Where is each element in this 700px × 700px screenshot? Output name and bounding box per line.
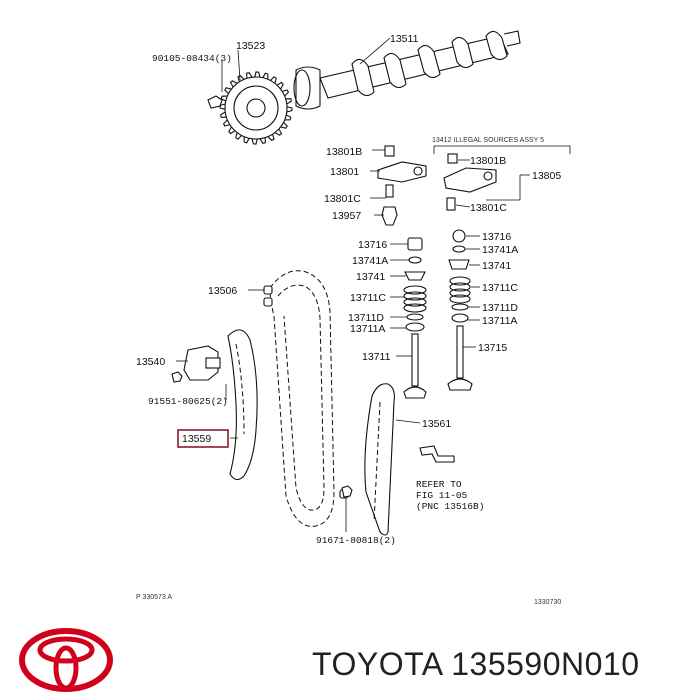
camshaft[interactable] — [293, 30, 521, 110]
figure-code: P 330573 A — [136, 594, 172, 601]
rocker-arm-left[interactable] — [377, 145, 427, 226]
label-13741-right: 13741 — [482, 260, 511, 272]
label-13711: 13711 — [362, 351, 391, 363]
refer-line-2: FIG 11-05 — [416, 490, 468, 501]
label-13801c-right: 13801C — [470, 202, 507, 214]
label-13957: 13957 — [332, 210, 361, 222]
label-13511: 13511 — [390, 33, 419, 45]
label-13741a-right: 13741A — [482, 244, 518, 256]
label-13711a-right: 13711A — [482, 315, 517, 327]
label-13801-left: 13801 — [330, 166, 359, 178]
label-13715: 13715 — [478, 342, 507, 354]
label-13741-left: 13741 — [356, 271, 385, 283]
label-13506: 13506 — [208, 285, 237, 297]
refer-part-shape — [419, 445, 455, 463]
label-91671: 91671-80818(2) — [316, 535, 396, 546]
brand-line: TOYOTA 135590N010 — [312, 646, 640, 683]
leader-lines — [176, 37, 530, 532]
label-13801b-right: 13801B — [470, 155, 506, 167]
label-13540: 13540 — [136, 356, 165, 368]
refer-line-3: (PNC 13516B) — [416, 501, 484, 512]
label-13801b-left: 13801B — [326, 146, 362, 158]
timing-chain[interactable] — [263, 270, 349, 527]
label-13801c-left: 13801C — [324, 193, 361, 205]
label-13741a-left: 13741A — [352, 255, 388, 267]
valve-stack-right[interactable] — [447, 229, 473, 391]
figure-number: 1330730 — [534, 599, 561, 606]
chain-tensioner[interactable] — [171, 345, 221, 383]
label-13559[interactable]: 13559 — [182, 433, 211, 445]
camshaft-sprocket[interactable] — [219, 71, 293, 145]
label-13711c-left: 13711C — [350, 292, 386, 304]
label-13711a-left: 13711A — [350, 323, 385, 335]
rocker-assembly-bracket — [433, 145, 571, 154]
label-13523: 13523 — [236, 40, 265, 52]
label-13716-right: 13716 — [482, 231, 511, 243]
rocker-arm-right[interactable] — [443, 153, 497, 211]
highlight-box-13559 — [177, 429, 229, 448]
label-13716-left: 13716 — [358, 239, 387, 251]
label-13711c-right: 13711C — [482, 282, 518, 294]
sprocket-bolt[interactable] — [207, 95, 223, 109]
refer-line-1: REFER TO — [416, 479, 462, 490]
label-13805: 13805 — [532, 170, 561, 182]
label-13711d-right: 13711D — [482, 302, 518, 314]
valve-stack-left[interactable] — [403, 237, 427, 399]
chain-guide[interactable] — [364, 383, 395, 536]
label-13561: 13561 — [422, 418, 451, 430]
label-91551: 91551-80625(2) — [148, 396, 228, 407]
guide-bolt[interactable] — [341, 485, 353, 498]
brand-name: TOYOTA — [312, 646, 442, 682]
part-number: 135590N010 — [451, 646, 640, 682]
chain-tensioner-slipper[interactable] — [227, 329, 258, 481]
assembly-header-text: 13412 ILLEGAL SOURCES ASSY 5 — [432, 137, 544, 144]
toyota-logo-icon — [19, 628, 113, 692]
label-13711d-left: 13711D — [348, 312, 384, 324]
label-90105: 90105-08434(3) — [152, 53, 232, 64]
sprocket-teeth — [219, 71, 293, 145]
